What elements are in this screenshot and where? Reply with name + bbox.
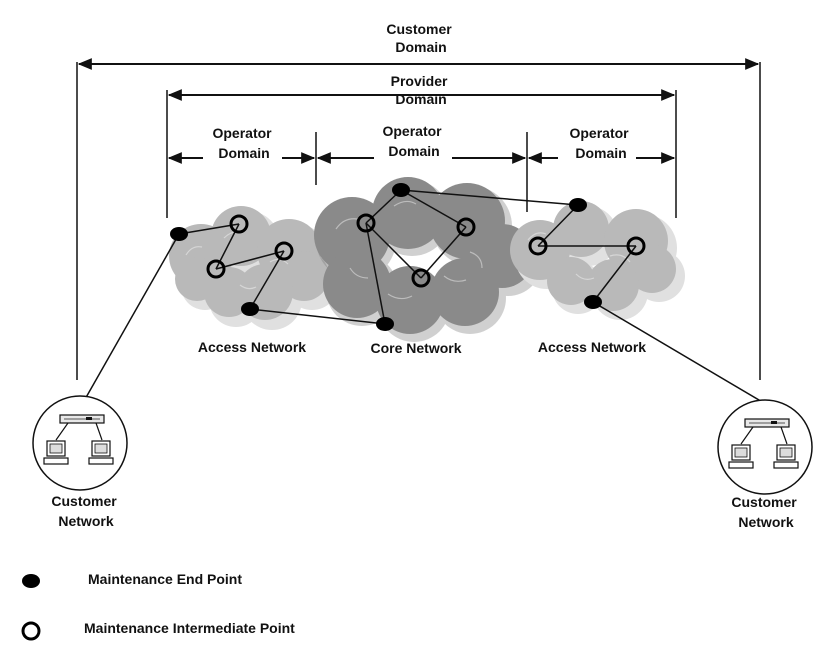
core-network-label: Core Network [370, 340, 461, 356]
access-network-left-label: Access Network [198, 339, 306, 355]
computer-icon [728, 444, 754, 469]
mep-core-bottom [376, 317, 394, 331]
access-network-left-cloud [169, 206, 339, 330]
customer-network-right: Customer Network [717, 399, 813, 530]
legend-end-point-symbol [22, 574, 40, 588]
mip-core-2 [456, 217, 476, 237]
core-network-cloud [314, 177, 542, 342]
operator-domain-right-label: Operator Domain [569, 125, 632, 161]
mip-access-right-1 [528, 236, 548, 256]
mep-access-left-core [241, 302, 259, 316]
switch-icon [59, 414, 105, 424]
mip-access-left-3 [274, 241, 294, 261]
mip-access-right-2 [626, 236, 646, 256]
mep-access-right-top [569, 198, 587, 212]
customer-network-right-label: Customer Network [731, 494, 800, 530]
customer-domain-label: Customer Domain [386, 21, 455, 55]
customer-domain-span: Customer Domain [76, 21, 761, 380]
provider-domain-span: Provider Domain [166, 73, 677, 218]
mep-access-left-edge [170, 227, 188, 241]
legend: Maintenance End Point Maintenance Interm… [21, 571, 295, 641]
operator-domain-spans: Operator Domain Operator Domain Operator… [167, 123, 676, 212]
computer-icon [773, 444, 799, 469]
mip-access-left-2 [206, 259, 226, 279]
legend-intermediate-point-symbol [21, 621, 41, 641]
mep-core-top [392, 183, 410, 197]
mep-access-right-edge [584, 295, 602, 309]
legend-end-point-label: Maintenance End Point [88, 571, 242, 587]
operator-domain-center-label: Operator Domain [382, 123, 445, 159]
mip-core-3 [411, 268, 431, 288]
legend-intermediate-point-label: Maintenance Intermediate Point [84, 620, 295, 636]
switch-icon [744, 418, 790, 428]
mip-access-left-1 [229, 214, 249, 234]
maintenance-links [83, 189, 765, 404]
provider-domain-label: Provider Domain [391, 73, 452, 107]
maintenance-end-points [170, 183, 602, 331]
access-network-right-label: Access Network [538, 339, 646, 355]
computer-icon [88, 440, 114, 465]
computer-icon [43, 440, 69, 465]
customer-network-left-label: Customer Network [51, 493, 120, 529]
mip-core-1 [356, 213, 376, 233]
operator-domain-left-label: Operator Domain [212, 125, 275, 161]
maintenance-intermediate-points [206, 213, 646, 288]
customer-network-left: Customer Network [32, 395, 128, 529]
